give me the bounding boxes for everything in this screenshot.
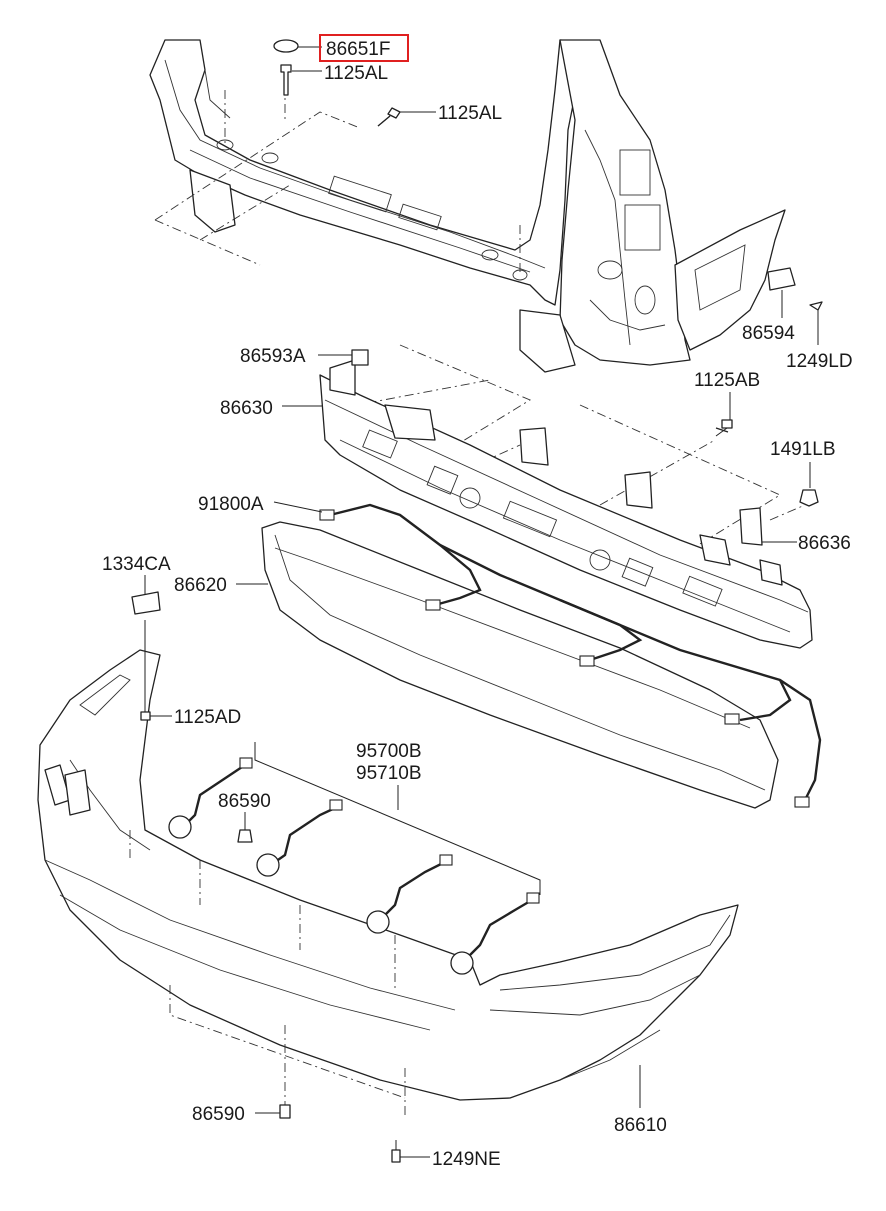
bolt-1125AB-icon (715, 419, 733, 433)
label-86590-bot: 86590 (192, 1104, 245, 1125)
nut-1491LB-icon (799, 489, 819, 507)
fasteners (131, 39, 823, 1163)
screw-1249NE-icon (391, 1149, 401, 1163)
label-86594: 86594 (742, 323, 795, 344)
label-1125AB: 1125AB (694, 370, 760, 391)
parking-sensors (168, 742, 541, 975)
label-86610: 86610 (614, 1115, 667, 1136)
bolt-1125AL-top-icon (280, 64, 292, 96)
label-1249NE: 1249NE (432, 1149, 501, 1170)
bumper-beam-86630 (319, 359, 813, 649)
label-1125AL-top: 1125AL (324, 63, 388, 84)
label-86620: 86620 (174, 575, 227, 596)
label-1125AD: 1125AD (174, 707, 241, 728)
label-86636: 86636 (798, 533, 851, 554)
beam-brackets (519, 427, 763, 546)
rear-body-panel (149, 39, 786, 373)
part-labels: 86651F 1125AL 1125AL 86594 1249LD 86593A… (102, 39, 853, 1170)
label-86630: 86630 (220, 398, 273, 419)
retainer-1334CA-icon (131, 591, 161, 615)
label-1491LB: 1491LB (770, 439, 836, 460)
label-1249LD: 1249LD (786, 351, 853, 372)
energy-absorber-86620 (261, 521, 779, 809)
label-95710B: 95710B (356, 763, 422, 784)
label-1334CA: 1334CA (102, 554, 171, 575)
clip-86590-mid-icon (237, 829, 253, 843)
label-86651F: 86651F (326, 39, 390, 60)
plug-86651F-icon (273, 39, 299, 53)
label-95700B: 95700B (356, 741, 422, 762)
leader-lines (144, 46, 819, 1158)
label-86593A: 86593A (240, 346, 306, 367)
label-1125AL-mid: 1125AL (438, 103, 502, 124)
clip-86594-icon (767, 267, 796, 291)
wire-harness-91800A (319, 503, 822, 808)
clip-86593A-icon (351, 349, 369, 366)
bumper-cover-86610 (37, 649, 739, 1115)
screw-1249LD-icon (809, 301, 823, 311)
label-91800A: 91800A (198, 494, 264, 515)
highlight-box-86651F (319, 34, 409, 62)
label-86590-mid: 86590 (218, 791, 271, 812)
clip-86590-bot-icon (279, 1104, 291, 1119)
screw-1125AD-icon (140, 711, 151, 721)
